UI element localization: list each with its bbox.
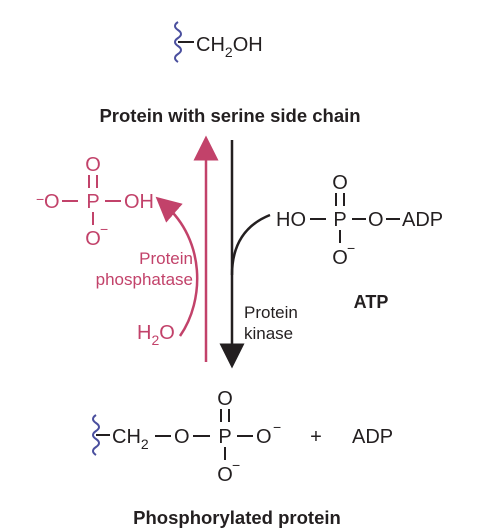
atp-p: P (333, 209, 346, 231)
phosphate-charge-bottom: − (100, 221, 108, 237)
serine-group: CH2OH (174, 21, 263, 63)
bottom-ch2: CH2 (112, 426, 149, 452)
kinase-curve-arrow (230, 213, 271, 276)
plus-sign: + (310, 426, 322, 448)
water-label: H2O (137, 322, 175, 348)
phosphatase-label-2: phosphatase (96, 270, 193, 289)
atp-o-bottom: O (332, 247, 348, 269)
kinase-label-1: Protein (244, 303, 298, 322)
bottom-o-right: O (256, 426, 272, 448)
water-subscript: 2 (151, 332, 159, 348)
phosphate-oh: OH (124, 191, 154, 213)
phosphatase-curve-arrow (155, 196, 199, 337)
bottom-o1: O (174, 426, 190, 448)
serine-ch: CH (196, 34, 225, 56)
bottom-charge-right: − (273, 419, 281, 435)
atp-o-top: O (332, 172, 348, 194)
bottom-o-bottom: O (217, 464, 233, 486)
atp-caption: ATP (354, 292, 389, 312)
protein-chain-icon (174, 21, 182, 63)
bottom-adp: ADP (352, 426, 393, 448)
protein-chain-icon (92, 414, 100, 456)
serine-formula: CH2OH (196, 34, 263, 60)
top-caption: Protein with serine side chain (99, 105, 360, 126)
bottom-caption: Phosphorylated protein (133, 507, 341, 528)
atp-charge: − (347, 240, 355, 256)
bottom-subscript: 2 (141, 436, 149, 452)
kinase-label-2: kinase (244, 324, 293, 343)
water-h: H (137, 322, 151, 344)
bottom-o-top: O (217, 388, 233, 410)
serine-subscript: 2 (225, 44, 233, 60)
atp-adp: ADP (402, 209, 443, 231)
serine-oh: OH (233, 34, 263, 56)
bottom-p: P (218, 426, 231, 448)
phosphate-o-left: O (44, 191, 60, 213)
phosphatase-label-1: Protein (139, 249, 193, 268)
phosphoserine-group: CH2 O P O O − O − + ADP (92, 388, 393, 486)
phosphate-o-top: O (85, 154, 101, 176)
phosphate-charge-left: − (36, 191, 44, 207)
bottom-ch: CH (112, 426, 141, 448)
atp-group: O HO P O ADP O − (276, 172, 443, 269)
atp-o-right: O (368, 209, 384, 231)
phosphate-o-bottom: O (85, 228, 101, 250)
phosphate-p: P (86, 191, 99, 213)
water-o: O (159, 322, 175, 344)
phosphate-released: O − O P OH O − (36, 154, 154, 250)
atp-ho: HO (276, 209, 306, 231)
bottom-charge-bottom: − (232, 457, 240, 473)
